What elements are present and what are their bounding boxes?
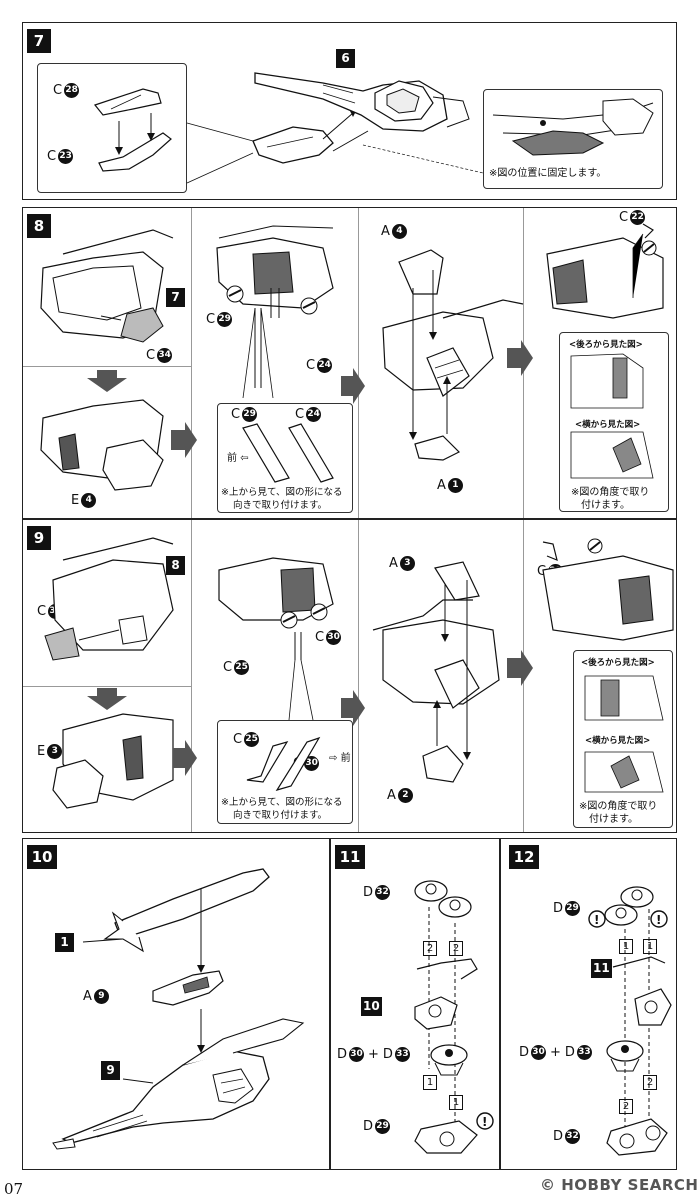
step8-orientation-note: ※上から見て、図の形になる 向きで取り付けます。	[221, 487, 343, 511]
step9-orientation-note: ※上から見て、図の形になる 向きで取り付けます。	[221, 797, 343, 821]
ref-step-1: 1	[55, 933, 74, 952]
step9-illustration	[44, 537, 674, 809]
step-number: 12	[509, 845, 539, 869]
order-marker: 2	[619, 1099, 633, 1114]
step7-parts-box	[37, 63, 187, 193]
page-number: 07	[4, 1180, 24, 1198]
step10-illustration	[52, 868, 305, 1150]
order-marker: 2	[449, 941, 463, 956]
watermark: © HOBBY SEARCH	[540, 1176, 699, 1194]
svg-text:!: !	[482, 1115, 487, 1129]
step7-illustration	[93, 72, 654, 184]
step-number: 8	[27, 214, 51, 238]
step11-illustration: !	[414, 880, 494, 1154]
ref-step-8: 8	[166, 556, 185, 575]
step12-illustration: ! !	[588, 886, 672, 1156]
ref-step-11: 11	[591, 959, 612, 978]
step8-orientation-box	[217, 403, 353, 513]
step-number: 10	[27, 845, 57, 869]
step-number: 9	[27, 526, 51, 550]
step9-angle-note: ※図の角度で取り 付けます。	[579, 801, 658, 825]
column-divider	[191, 208, 192, 518]
column-divider	[358, 208, 359, 518]
view-label-side: <横から見た図>	[575, 420, 641, 430]
step9-orientation-box	[217, 720, 353, 824]
ref-step-10: 10	[361, 997, 382, 1016]
step-number: 11	[335, 845, 365, 869]
row-divider	[23, 686, 191, 687]
order-marker: 1	[449, 1095, 463, 1110]
step9-panel: 9 8 C35 E3 C30 C25 C25 C30 ⇨ 前 ※上から見て、図の…	[22, 519, 677, 833]
order-marker: 2	[643, 1075, 657, 1090]
front-label: 前 ⇦	[227, 453, 249, 464]
step8-illustration	[40, 223, 664, 491]
order-marker: 1	[619, 939, 633, 954]
view-label-back: <後ろから見た図>	[581, 658, 655, 668]
ref-step-6: 6	[336, 49, 355, 68]
step-number: 7	[27, 29, 51, 53]
order-marker: 1	[643, 939, 657, 954]
svg-text:!: !	[656, 913, 661, 927]
ref-step-7: 7	[166, 288, 185, 307]
order-marker: 2	[423, 941, 437, 956]
front-label: ⇨ 前	[329, 753, 351, 764]
ref-step-9: 9	[101, 1061, 120, 1080]
column-divider	[191, 520, 192, 832]
row-divider	[23, 366, 191, 367]
view-label-side: <横から見た図>	[585, 736, 651, 746]
svg-text:!: !	[594, 913, 599, 927]
step7-note: ※図の位置に固定します。	[489, 168, 607, 179]
order-marker: 1	[423, 1075, 437, 1090]
step8-angle-note: ※図の角度で取り 付けます。	[571, 487, 650, 511]
view-label-back: <後ろから見た図>	[569, 340, 643, 350]
column-divider	[358, 520, 359, 832]
